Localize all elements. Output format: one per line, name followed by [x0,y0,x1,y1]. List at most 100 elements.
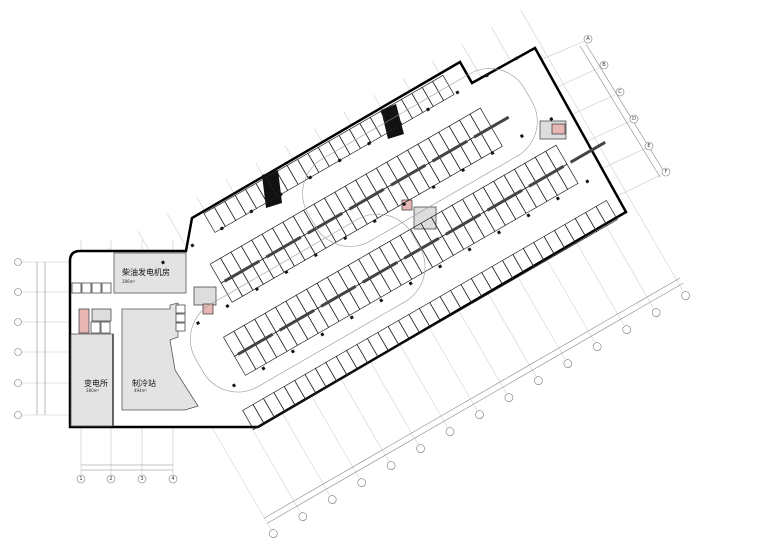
grid-label-1: 1 [79,476,82,482]
building-outline [68,46,628,429]
column [254,287,259,292]
column [343,236,348,241]
stall-divider [569,140,606,164]
room-diesel-generator [113,252,187,294]
grid-bubble [357,478,366,487]
room-name-substation: 变电所 [84,378,108,388]
shaft-room [78,308,90,334]
stall-divider [431,139,468,163]
core-mid [193,120,567,315]
column [496,230,502,235]
grid-label-e: E [647,143,650,149]
grid-bubble [504,393,514,402]
column [431,185,436,190]
stall-divider [390,163,427,187]
stall-divider [278,308,315,332]
column [460,168,466,173]
stall-divider [403,236,440,260]
column [195,321,201,326]
parking-stall [432,74,455,101]
parking-stall [595,199,618,226]
stall-divider [445,212,482,236]
stall-divider [348,187,385,211]
column [455,90,460,95]
stall-divider [473,115,510,139]
column [372,219,377,224]
grid-bubble [327,495,337,504]
grid-label-c: C [618,89,622,95]
elevator-bank [71,282,186,334]
column [337,158,342,163]
grid-bubble [534,376,543,385]
stall-divider [486,188,523,212]
column [514,56,519,61]
grid-bubble [386,461,396,470]
room-name-chiller: 制冷站 [132,378,156,388]
column [467,247,472,252]
stall-divider [306,211,344,235]
dimension-line [267,282,684,524]
column [379,298,384,303]
column [519,134,524,139]
column [526,213,531,218]
column [231,383,237,388]
stall-divider [265,235,302,259]
grid-bubble [563,359,573,368]
grid-label-f: F [665,169,668,175]
stall-divider [528,164,565,188]
grid-bubble [622,325,631,334]
column [402,202,407,207]
grid-bubble [475,410,484,419]
grid-bubble [298,512,308,521]
column [219,226,224,231]
column [555,196,560,201]
stall-divider [237,332,274,356]
grid-bubble [269,529,278,538]
grid-label-2: 2 [109,476,112,482]
column [490,151,495,156]
column [190,243,195,248]
room-area-chiller: 494m² [134,388,148,393]
grid-bubble [445,427,455,436]
dimension-line [264,277,681,519]
grid-label-4: 4 [171,476,174,482]
drive-aisle [190,213,426,393]
grid-bubbles-bottom: 1 2 3 4 [76,474,178,484]
column [349,315,354,320]
room-area-substation: 280m² [86,388,100,393]
column [585,179,590,184]
column [308,175,313,180]
column [284,270,289,275]
column [261,366,266,371]
column [160,260,166,265]
column [438,264,443,269]
column [290,349,295,354]
column [249,209,254,214]
column [425,107,431,112]
grid-label-d: D [632,116,636,122]
ramp [262,104,404,208]
column [549,117,554,122]
room-chiller [121,302,199,411]
column [313,253,318,258]
grid-bubble [651,308,661,317]
grid-bubble [416,444,425,453]
stair-shaft [91,308,112,322]
grid-label-b: B [602,62,606,68]
column [320,332,325,337]
column [408,281,413,286]
grid-bubble [592,342,602,351]
column [484,73,489,78]
grid-bubble [681,291,690,300]
stall-divider [320,284,357,308]
grid-bubbles-left [14,258,22,419]
grid-line [520,9,684,292]
column [225,304,230,309]
room-substation [70,333,114,427]
grid-label-3: 3 [140,476,143,482]
drive-aisle [302,68,538,247]
room-name-diesel-generator: 柴油发电机房 [122,267,170,277]
parking-area [160,56,618,430]
